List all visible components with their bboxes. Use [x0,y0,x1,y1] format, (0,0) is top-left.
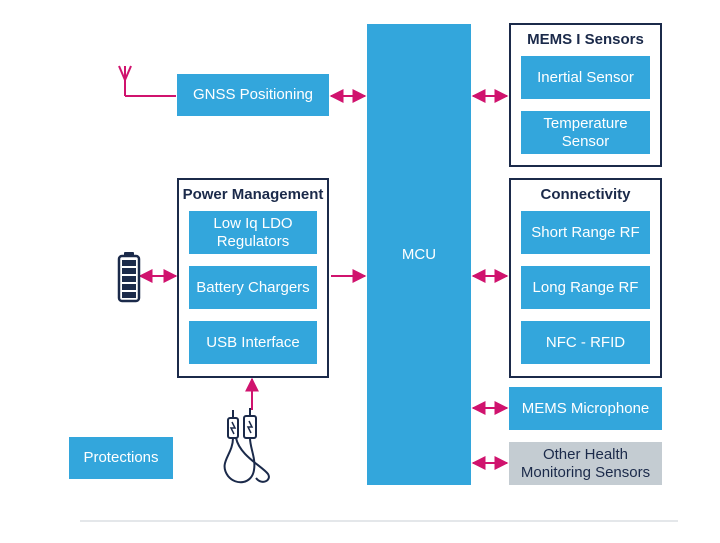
connectivity-title: Connectivity [540,186,631,203]
usb-cable-icon [223,408,270,484]
mems-sensors-title: MEMS I Sensors [527,31,644,48]
battery-icon [117,252,141,303]
antenna-icon [118,65,176,97]
battery-chargers-block: Battery Chargers [189,266,317,309]
power-management-title: Power Management [182,186,324,203]
short-range-rf-block: Short Range RF [521,211,650,254]
other-health-sensors-block: Other Health Monitoring Sensors [509,442,662,485]
nfc-rfid-block: NFC - RFID [521,321,650,364]
long-range-rf-block: Long Range RF [521,266,650,309]
ldo-regulators-block: Low Iq LDO Regulators [189,211,317,254]
gnss-positioning-block: GNSS Positioning [177,74,329,116]
protections-block: Protections [69,437,173,479]
mems-microphone-block: MEMS Microphone [509,387,662,430]
temperature-sensor-block: Temperature Sensor [521,111,650,154]
mcu-block: MCU [367,24,471,485]
inertial-sensor-block: Inertial Sensor [521,56,650,99]
usb-interface-block: USB Interface [189,321,317,364]
